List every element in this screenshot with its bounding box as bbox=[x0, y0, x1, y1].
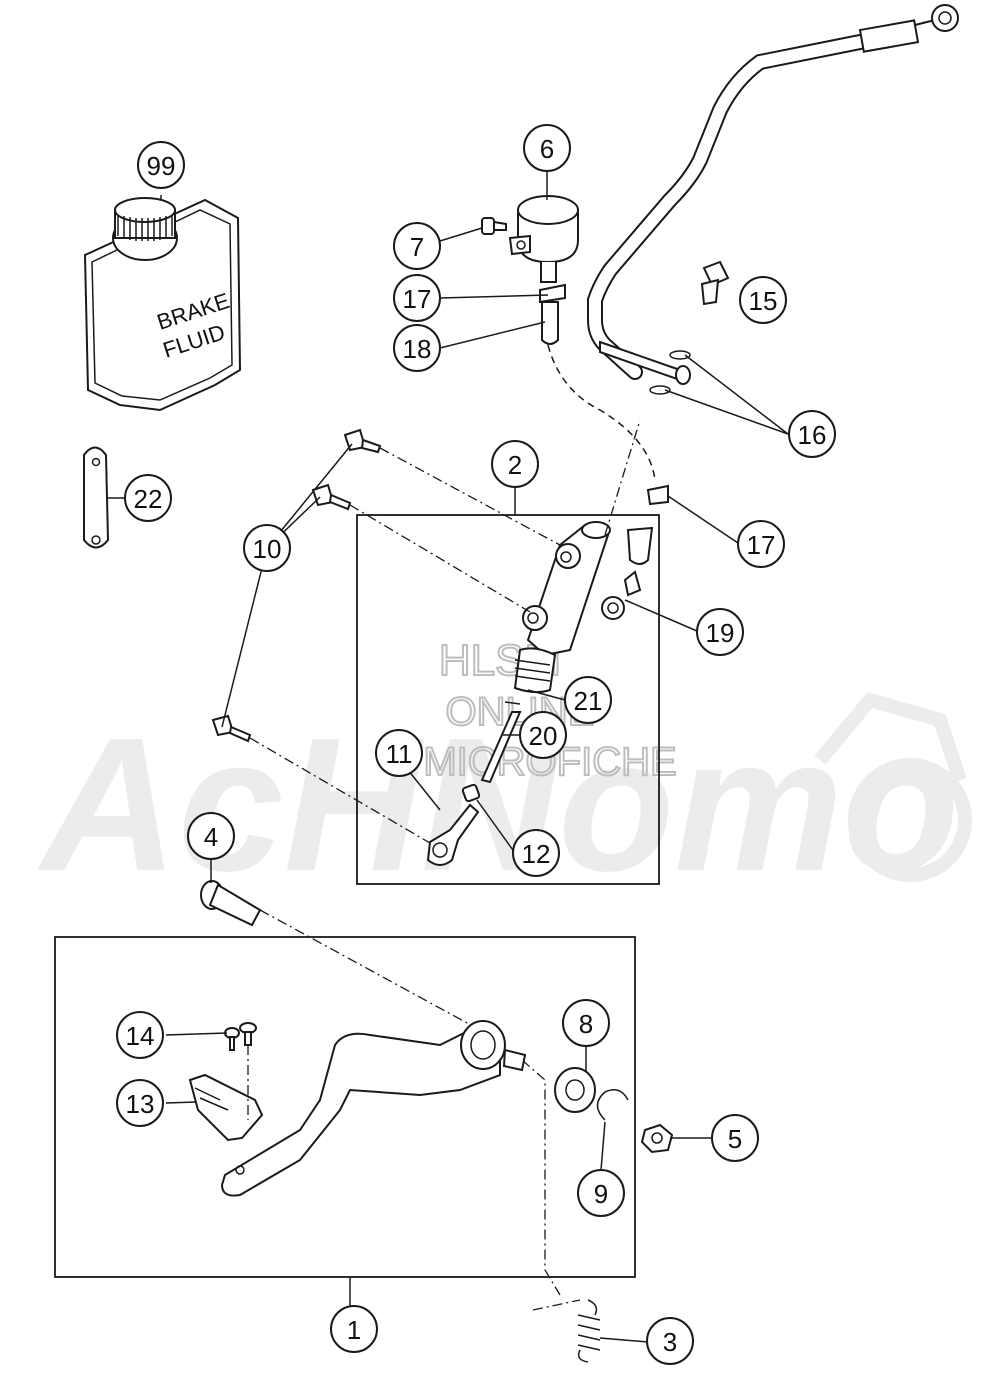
brake-fluid-can: BRAKE FLUID bbox=[83, 197, 242, 412]
callout-16-label: 16 bbox=[798, 420, 827, 450]
callout-14[interactable]: 14 bbox=[116, 1011, 164, 1059]
callout-19-label: 19 bbox=[706, 618, 735, 648]
bearing bbox=[554, 1067, 596, 1113]
callout-7[interactable]: 7 bbox=[393, 222, 441, 270]
callout-19[interactable]: 19 bbox=[696, 608, 744, 656]
callout-13[interactable]: 13 bbox=[116, 1079, 164, 1127]
watermark: AcHNomo HLSM ONLINE MICROFICHE bbox=[37, 635, 972, 911]
callout-99-label: 99 bbox=[147, 151, 176, 181]
callout-4-label: 4 bbox=[204, 822, 218, 852]
brake-hose bbox=[587, 4, 959, 385]
callout-15[interactable]: 15 bbox=[739, 276, 787, 324]
callout-22-label: 22 bbox=[134, 484, 163, 514]
step-screws bbox=[224, 1022, 257, 1120]
callout-99[interactable]: 99 bbox=[137, 141, 185, 189]
clevis bbox=[426, 803, 480, 866]
master-cylinder-group-box bbox=[356, 514, 660, 885]
callout-10-label: 10 bbox=[253, 534, 282, 564]
callout-22[interactable]: 22 bbox=[124, 474, 172, 522]
callout-11-label: 11 bbox=[386, 739, 413, 769]
callout-9-label: 9 bbox=[594, 1179, 608, 1209]
callout-12[interactable]: 12 bbox=[512, 829, 560, 877]
hose-fitting bbox=[601, 570, 642, 620]
shoulder-bolt bbox=[200, 880, 262, 927]
cotter-pin bbox=[83, 446, 110, 549]
callout-2-label: 2 bbox=[508, 450, 522, 480]
assembly-lines bbox=[249, 419, 641, 1311]
callout-20-label: 20 bbox=[529, 721, 558, 751]
lock-nut bbox=[461, 783, 481, 803]
callout-21[interactable]: 21 bbox=[564, 676, 612, 724]
callout-5-label: 5 bbox=[728, 1124, 742, 1154]
watermark-logo: AcHNomo bbox=[37, 699, 959, 911]
callout-13-label: 13 bbox=[126, 1089, 155, 1119]
callout-1-label: 1 bbox=[347, 1315, 361, 1345]
callout-17-top[interactable]: 17 bbox=[393, 274, 441, 322]
callout-6-label: 6 bbox=[540, 134, 554, 164]
callout-8[interactable]: 8 bbox=[562, 999, 610, 1047]
callout-3[interactable]: 3 bbox=[646, 1317, 694, 1365]
callout-1[interactable]: 1 bbox=[330, 1305, 378, 1353]
sealing-washers bbox=[649, 350, 691, 395]
callout-17-right[interactable]: 17 bbox=[737, 520, 785, 568]
hose-clamp-right bbox=[626, 484, 669, 565]
reservoir bbox=[508, 195, 579, 283]
callout-10[interactable]: 10 bbox=[243, 524, 291, 572]
reservoir-hose bbox=[539, 283, 656, 481]
reservoir-screw bbox=[481, 217, 507, 235]
callout-18[interactable]: 18 bbox=[393, 324, 441, 372]
callout-7-label: 7 bbox=[410, 232, 424, 262]
circlip bbox=[596, 1089, 629, 1121]
callout-21-label: 21 bbox=[574, 686, 603, 716]
callout-3-label: 3 bbox=[663, 1327, 677, 1357]
callout-4[interactable]: 4 bbox=[187, 812, 235, 860]
bolts bbox=[211, 428, 382, 743]
brake-pedal bbox=[220, 1020, 527, 1197]
watermark-motorcycle-icon bbox=[814, 692, 972, 882]
callout-18-label: 18 bbox=[403, 334, 432, 364]
pedal-step bbox=[188, 1073, 264, 1142]
callout-2[interactable]: 2 bbox=[491, 440, 539, 488]
leader-lines bbox=[108, 170, 789, 1343]
master-cylinder bbox=[513, 521, 611, 694]
callout-12-label: 12 bbox=[522, 839, 551, 869]
callout-20[interactable]: 20 bbox=[519, 711, 567, 759]
callout-9[interactable]: 9 bbox=[577, 1169, 625, 1217]
banjo-bolt bbox=[700, 260, 730, 306]
callout-5[interactable]: 5 bbox=[711, 1114, 759, 1162]
push-rod bbox=[480, 701, 522, 784]
callout-11[interactable]: 11 bbox=[375, 729, 423, 777]
collar-nut bbox=[640, 1123, 674, 1154]
callout-6[interactable]: 6 bbox=[523, 124, 571, 172]
return-spring bbox=[577, 1299, 601, 1363]
brake-pedal-group-box bbox=[54, 936, 636, 1278]
callouts: 1 2 3 4 5 6 7 8 9 10 11 12 13 14 15 16 1… bbox=[116, 124, 836, 1365]
callout-17-top-label: 17 bbox=[403, 284, 432, 314]
callout-14-label: 14 bbox=[126, 1021, 155, 1051]
callout-16[interactable]: 16 bbox=[788, 410, 836, 458]
callout-8-label: 8 bbox=[579, 1009, 593, 1039]
callout-17-right-label: 17 bbox=[747, 530, 776, 560]
callout-15-label: 15 bbox=[749, 286, 778, 316]
